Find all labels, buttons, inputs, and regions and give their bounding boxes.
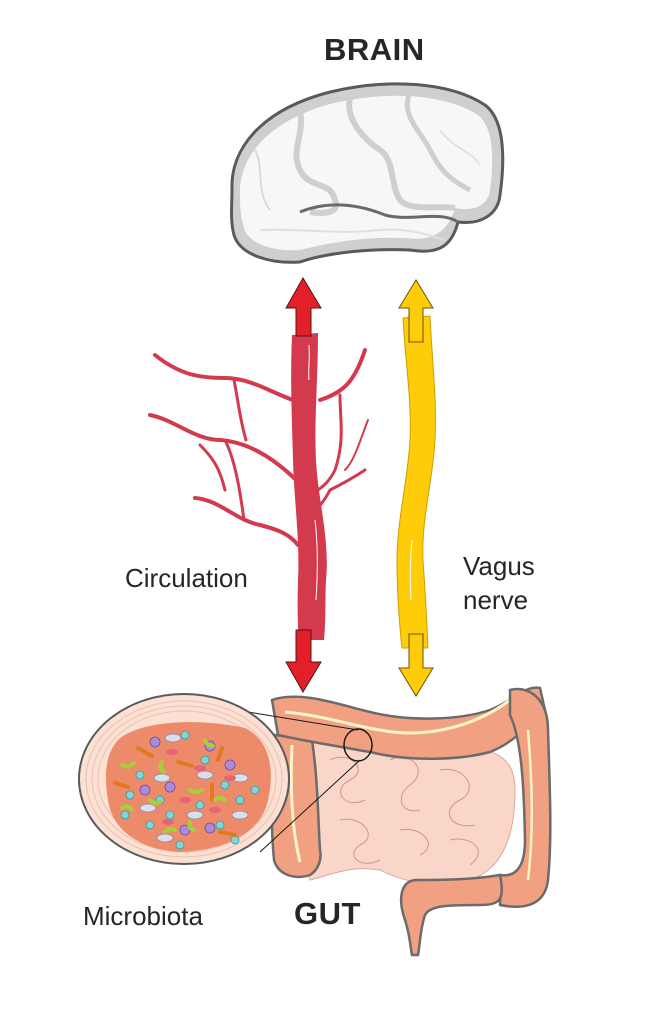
vagus-nerve-label-line1: Vagus <box>463 551 535 581</box>
gut-illustration <box>270 686 552 957</box>
blood-vessel <box>148 333 369 640</box>
circulation-arrow-up <box>285 277 322 337</box>
brain-illustration <box>230 82 505 264</box>
circulation-label: Circulation <box>125 563 248 593</box>
brain-title: BRAIN <box>324 32 425 67</box>
vagus-arrow-up <box>398 279 434 343</box>
vagus-nerve-label-line2: nerve <box>463 585 529 615</box>
gut-title: GUT <box>294 896 361 931</box>
vagus-arrow-down <box>398 633 434 697</box>
bacteria <box>113 730 260 850</box>
vagus-nerve <box>396 315 436 649</box>
microbiota-cross-section <box>78 693 361 865</box>
microbiota-label: Microbiota <box>83 901 203 931</box>
circulation-arrow-down <box>285 629 322 693</box>
